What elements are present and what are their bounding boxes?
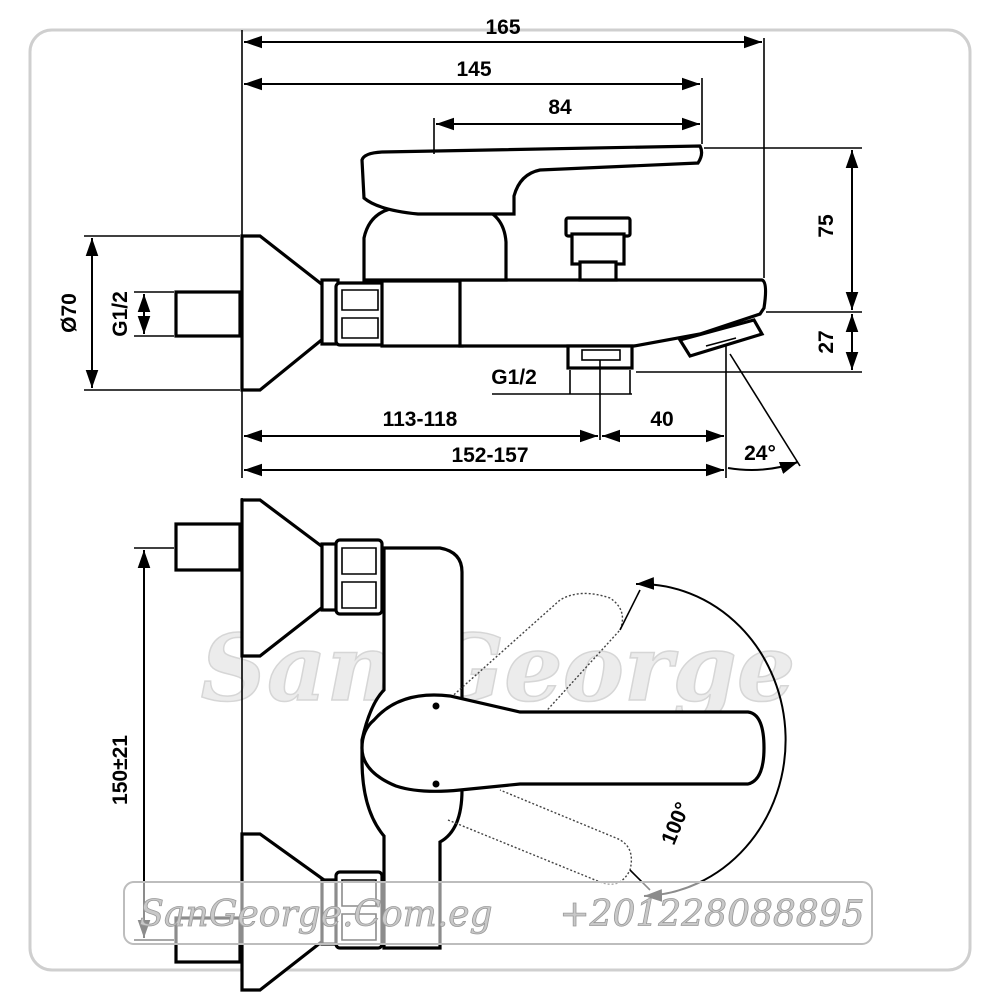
lever-handle-plan: [360, 693, 766, 793]
dim-27: 27: [815, 330, 838, 353]
dim-150-21: 150±21: [109, 735, 132, 805]
dim-inlet-thread: G1/2: [109, 291, 132, 337]
dim-diameter-70: Ø70: [58, 293, 81, 333]
dim-113-118: 113-118: [383, 408, 458, 431]
dim-145: 145: [456, 58, 491, 81]
inlet-pipe-upper: [174, 522, 242, 572]
dim-75: 75: [815, 214, 838, 238]
dim-angle-100: 100°: [657, 799, 695, 848]
hex-nut-upper: [334, 538, 384, 616]
dim-84: 84: [548, 96, 572, 119]
hex-nut-top: [334, 281, 386, 347]
dim-152-157: 152-157: [451, 444, 528, 467]
inlet-pipe-top: [174, 290, 242, 338]
cartridge-housing: [362, 205, 508, 282]
mixer-body-top: [458, 278, 768, 348]
contact-watermark-box: [123, 881, 873, 945]
dim-angle-24: 24°: [744, 442, 776, 465]
website-watermark: SanGeorge.Com.eg: [139, 894, 492, 935]
aerator: [677, 318, 765, 358]
dim-165: 165: [485, 16, 520, 39]
drawing-frame: [28, 28, 972, 972]
lever-rotated-ghost: [447, 592, 624, 741]
brand-watermark: San George: [201, 614, 796, 722]
phone-watermark: +201228088895: [559, 894, 864, 935]
dim-40: 40: [650, 408, 673, 431]
side-elevation-view: 165 145 84 75 27 Ø70 G1/2 G1/2: [58, 16, 862, 478]
lever-handle-top: [360, 144, 704, 216]
wall-flange-top: [240, 234, 326, 392]
dim-outlet-thread: G1/2: [491, 366, 537, 389]
